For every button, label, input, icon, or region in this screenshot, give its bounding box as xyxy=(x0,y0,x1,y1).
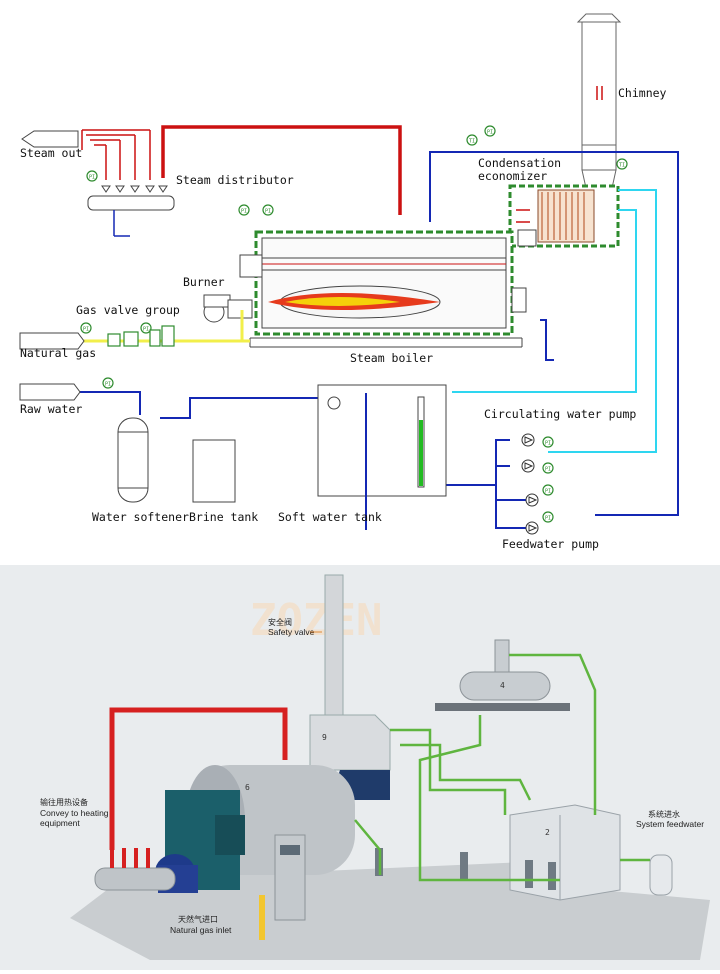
economizer-label-line2: economizer xyxy=(478,169,547,183)
steam-main-pipe xyxy=(161,125,402,215)
steam-distributor xyxy=(87,185,175,237)
gauge-layer: PI PI PI TI PI TI PI PI PI PI PI PI PI xyxy=(80,125,628,523)
pressure-gauge-icon: PI xyxy=(542,436,554,448)
render-water-pipes xyxy=(354,653,650,882)
soft-water-tank-label: Soft water tank xyxy=(278,510,382,524)
pressure-gauge-icon: PI xyxy=(262,204,274,216)
gauge-text: PI xyxy=(545,441,551,447)
steam-boiler xyxy=(239,230,527,348)
steam-distributor-label: Steam distributor xyxy=(176,173,294,187)
pump-icon xyxy=(525,493,539,507)
gauge-text: PI xyxy=(545,516,551,522)
gauge-text: PI xyxy=(545,467,551,473)
gauge-text: PI xyxy=(105,382,111,388)
render-chimney xyxy=(324,574,344,716)
circulating-water-pipes xyxy=(452,189,657,453)
natural-gas-arrow xyxy=(19,332,85,350)
render-steam-header xyxy=(94,848,176,891)
gauge-text: PI xyxy=(89,175,95,181)
pressure-gauge-icon: PI xyxy=(238,204,250,216)
render-softener xyxy=(649,854,673,896)
render-steam-pipe xyxy=(109,707,288,850)
pressure-gauge-icon: PI xyxy=(86,170,98,182)
brine-tank-label: Brine tank xyxy=(189,510,258,524)
pump-icon xyxy=(521,459,535,473)
system-feedwater-cn: 系统进水 xyxy=(648,809,680,819)
gauge-text: TI xyxy=(619,163,625,169)
gauge-text: PI xyxy=(241,209,247,215)
pressure-gauge-icon: PI xyxy=(140,322,152,334)
pressure-gauge-icon: PI xyxy=(542,484,554,496)
pressure-gauge-icon: PI xyxy=(102,377,114,389)
water-softener-label: Water softener xyxy=(92,510,189,524)
gauge-text: PI xyxy=(83,327,89,333)
pump-icon xyxy=(521,433,535,447)
thermometer-icon: TI xyxy=(466,134,478,146)
svg-text:9: 9 xyxy=(322,733,327,742)
natural-gas-label: Natural gas xyxy=(20,346,96,360)
burner-label: Burner xyxy=(183,275,225,289)
system-feedwater-en: System feedwater xyxy=(636,819,704,829)
steam-boiler-label: Steam boiler xyxy=(350,351,433,365)
pump-layer xyxy=(521,433,539,535)
pressure-gauge-icon: PI xyxy=(484,125,496,137)
soft-water-tank xyxy=(317,384,447,530)
water-softener xyxy=(117,417,149,503)
circulating-water-pump-label: Circulating water pump xyxy=(484,407,636,421)
gas-inlet-en: Natural gas inlet xyxy=(170,925,232,935)
gauge-text: PI xyxy=(265,209,271,215)
convey-en-line2: equipment xyxy=(40,818,80,828)
steam-out-manifold xyxy=(81,129,151,180)
svg-text:4: 4 xyxy=(500,681,505,690)
gauge-text: PI xyxy=(545,489,551,495)
render-control-cabinet xyxy=(274,834,306,921)
gas-inlet-cn: 天然气进口 xyxy=(178,914,218,924)
burner-flame-inner xyxy=(285,297,400,306)
svg-text:6: 6 xyxy=(245,783,250,792)
safety-valve-en: Safety valve xyxy=(268,627,315,637)
pressure-gauge-icon: PI xyxy=(542,511,554,523)
feedwater-pump-label: Feedwater pump xyxy=(502,537,599,551)
gauge-text: PI xyxy=(143,327,149,333)
steam-out-arrow xyxy=(21,130,79,148)
raw-water-arrow xyxy=(19,383,81,401)
burner xyxy=(203,294,253,323)
gas-valve-group-label: Gas valve group xyxy=(76,303,180,317)
gas-valve-group xyxy=(107,325,175,347)
pressure-gauge-icon: PI xyxy=(542,462,554,474)
convey-en-line1: Convey to heating xyxy=(40,808,109,818)
render-water-tank: 2 xyxy=(509,804,621,901)
render-economizer: 9 xyxy=(309,714,391,800)
safety-valve-cn: 安全阀 xyxy=(268,617,292,627)
schematic-diagram: Chimney Condensation economizer xyxy=(19,13,679,551)
svg-text:2: 2 xyxy=(545,828,550,837)
economizer-label-line1: Condensation xyxy=(478,156,561,170)
convey-cn: 输往用热设备 xyxy=(40,797,88,807)
raw-water-label: Raw water xyxy=(20,402,82,416)
thermometer-icon: TI xyxy=(616,158,628,170)
chimney-label: Chimney xyxy=(618,86,667,100)
chimney xyxy=(576,13,622,189)
render-deaerator-vessel: 4 xyxy=(435,639,570,711)
render-illustration: ZOZEN 9 6 xyxy=(0,565,720,970)
feedwater-pipes xyxy=(80,151,679,529)
brine-tank xyxy=(192,439,236,503)
pressure-gauge-icon: PI xyxy=(80,322,92,334)
gauge-text: PI xyxy=(487,130,493,136)
pump-icon xyxy=(525,521,539,535)
watermark: ZOZEN xyxy=(250,595,382,646)
condensation-economizer xyxy=(508,184,620,248)
steam-out-label: Steam out xyxy=(20,146,82,160)
gauge-text: TI xyxy=(469,139,475,145)
